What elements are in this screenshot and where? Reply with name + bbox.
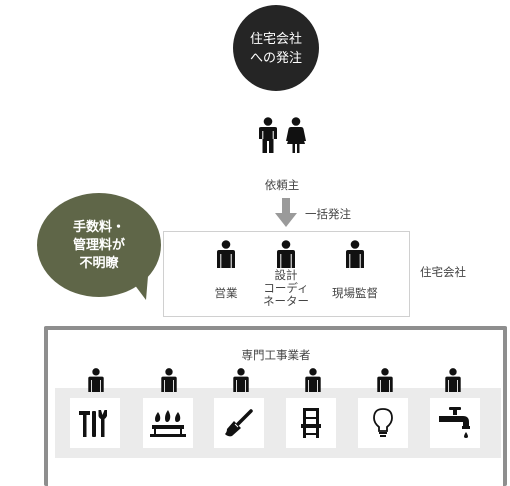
role-designer-label: 設計 コーディ ネーター: [258, 270, 314, 309]
bubble-line1: 手数料・: [72, 219, 125, 234]
client-label: 依頼主: [264, 180, 300, 192]
site-supervisor-person-icon: [344, 240, 366, 268]
tools-icon: [79, 410, 107, 437]
contractor-person-icon: [442, 368, 464, 392]
contractor-person-icon: [302, 368, 324, 392]
down-arrow-icon: [275, 198, 297, 227]
bulk-order-label: 一括発注: [305, 209, 351, 221]
contractors-frame: [44, 326, 507, 486]
role-sales-label: 営業: [214, 288, 238, 300]
stove-icon: [150, 410, 186, 437]
paint-brush-icon: [225, 409, 253, 437]
house-company-order-circle: 住宅会社 への発注: [233, 5, 319, 91]
contractor-person-icon: [374, 368, 396, 392]
trade-tile-chair: [286, 398, 336, 448]
order-circle-line2: への発注: [249, 50, 302, 65]
bubble-line3: 不明瞭: [79, 255, 119, 270]
faucet-icon: [439, 407, 470, 438]
chair-icon: [301, 408, 321, 438]
trade-tile-stove: [143, 398, 193, 448]
role-designer-line1: 設計: [274, 270, 298, 282]
trade-tile-light: [358, 398, 408, 448]
trade-tile-paint: [214, 398, 264, 448]
role-site-supervisor-label: 現場監督: [332, 288, 378, 300]
order-circle-line1: 住宅会社: [249, 31, 302, 46]
light-bulb-icon: [373, 408, 393, 437]
contractors-band: [55, 388, 501, 458]
contractor-person-icon: [85, 368, 107, 392]
contractor-person-icon: [158, 368, 180, 392]
bubble-line2: 管理料が: [72, 237, 125, 252]
designer-person-icon: [275, 240, 297, 268]
trade-tile-faucet: [430, 398, 480, 448]
trade-tile-tools: [70, 398, 120, 448]
role-designer-line3: ネーター: [263, 296, 309, 308]
contractor-person-icon: [230, 368, 252, 392]
house-company-label: 住宅会社: [420, 267, 466, 279]
sales-person-icon: [215, 240, 237, 268]
man-icon: [256, 117, 280, 153]
role-designer-line2: コーディ: [263, 283, 309, 295]
contractors-label: 専門工事業者: [241, 350, 311, 362]
woman-icon: [284, 117, 308, 153]
unclear-fees-bubble: 手数料・ 管理料が 不明瞭: [37, 193, 161, 297]
